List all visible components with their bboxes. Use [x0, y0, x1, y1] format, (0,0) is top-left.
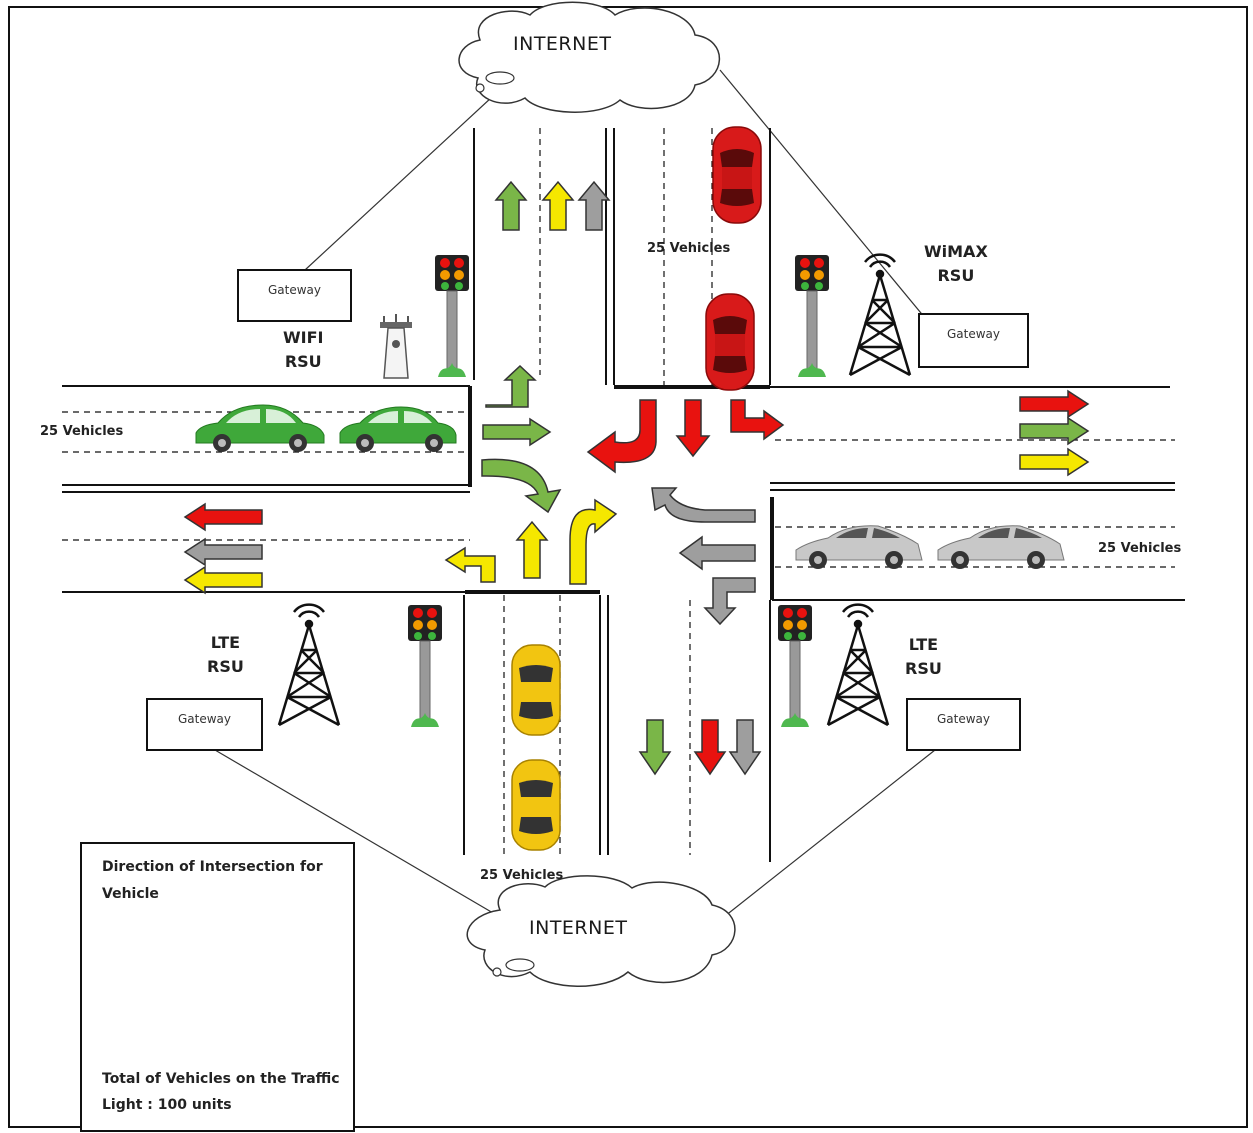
- arrow-turn-right-red-icon: [730, 399, 785, 441]
- arrow-left-gray-icon: [678, 535, 756, 571]
- diagram-frame: [8, 6, 1248, 1128]
- car-green-2-icon: [339, 406, 457, 452]
- gateway-top-right: Gateway: [918, 313, 1029, 368]
- arrow-up-yellow-icon: [541, 180, 575, 231]
- car-yellow-2-icon: [511, 759, 561, 851]
- gateway-top-left: Gateway: [237, 269, 352, 322]
- arrow-left-red-icon: [183, 502, 263, 532]
- wimax-rsu-label: WiMAX RSU: [924, 240, 988, 288]
- cloud-bottom: [466, 875, 736, 987]
- legend-total-note: Total of Vehicles on the Traffic Light :…: [102, 1071, 340, 1113]
- lte-left-label-line2: RSU: [207, 657, 244, 676]
- wimax-label-line2: RSU: [937, 266, 975, 285]
- arrow-right-green-2-icon: [1019, 416, 1090, 446]
- car-red-2-icon: [705, 293, 755, 391]
- arrow-right-yellow-icon: [1019, 447, 1090, 477]
- roads: [62, 128, 1185, 862]
- lte-right-rsu-label: LTE RSU: [905, 633, 942, 681]
- tower-lte-right-icon: [826, 603, 890, 727]
- arrow-curve-down-green-icon: [481, 458, 562, 514]
- wifi-access-point-icon: [380, 314, 412, 379]
- wifi-label-line1: WIFI: [283, 328, 324, 347]
- gateway-bottom-left-label: Gateway: [177, 712, 231, 726]
- arrow-down-red-2-icon: [693, 719, 727, 776]
- north-vehicle-count: 25 Vehicles: [647, 241, 731, 256]
- wifi-label-line2: RSU: [284, 352, 322, 371]
- gateway-bottom-right: Gateway: [906, 698, 1021, 751]
- west-vehicle-count: 25 Vehicles: [40, 424, 124, 439]
- arrow-left-yellow-2-icon: [183, 565, 263, 595]
- car-silver-2-icon: [937, 525, 1065, 569]
- south-vehicle-count: 25 Vehicles: [480, 868, 564, 883]
- traffic-light-sw-icon: [408, 605, 442, 727]
- arrow-curve-up-gray-icon: [651, 487, 756, 523]
- tower-wimax-icon: [848, 253, 912, 377]
- traffic-light-se-icon: [778, 605, 812, 727]
- car-silver-1-icon: [795, 525, 923, 569]
- cloud-top-label: INTERNET: [513, 33, 612, 55]
- lte-left-rsu-label: LTE RSU: [207, 631, 244, 679]
- traffic-light-nw-icon: [435, 255, 469, 377]
- car-red-1-icon: [712, 126, 762, 224]
- cloud-bottom-label: INTERNET: [529, 917, 628, 939]
- car-green-1-icon: [195, 404, 325, 452]
- arrow-curve-right-yellow-icon: [569, 498, 618, 585]
- gateway-bottom-left: Gateway: [146, 698, 263, 751]
- gateway-bottom-right-label: Gateway: [936, 712, 990, 726]
- arrow-down-green-icon: [638, 719, 672, 776]
- arrow-down-red-icon: [675, 399, 711, 458]
- arrow-turn-up-green-icon: [485, 364, 537, 408]
- tower-lte-left-icon: [277, 603, 341, 727]
- arrow-up-yellow-2-icon: [515, 520, 549, 579]
- arrow-up-green-icon: [494, 180, 528, 231]
- arrow-curve-left-red-icon: [586, 399, 657, 474]
- car-yellow-1-icon: [511, 644, 561, 736]
- arrow-down-gray-icon: [728, 719, 762, 776]
- lte-left-label-line1: LTE: [210, 633, 241, 652]
- lte-right-label-line2: RSU: [905, 659, 942, 678]
- legend-title: Direction of Intersection for Vehicle: [102, 859, 323, 902]
- wifi-rsu-label: WIFI RSU: [283, 326, 323, 374]
- arrow-right-red-icon: [1019, 389, 1090, 419]
- east-vehicle-count: 25 Vehicles: [1098, 541, 1182, 556]
- lte-right-label-line1: LTE: [908, 635, 939, 654]
- cloud-top: [458, 1, 721, 113]
- arrow-left-yellow-icon: [444, 546, 496, 583]
- arrow-right-green-icon: [482, 417, 552, 447]
- network-links: [214, 69, 936, 921]
- gateway-top-left-label: Gateway: [267, 283, 321, 297]
- legend-box: Direction of Intersection for Vehicle To…: [80, 842, 355, 1132]
- wimax-label-line1: WiMAX: [924, 242, 988, 261]
- arrow-up-gray-icon: [577, 180, 611, 231]
- arrow-turn-down-gray-icon: [703, 577, 756, 626]
- gateway-top-right-label: Gateway: [946, 327, 1000, 341]
- arrow-left-gray-2-icon: [183, 537, 263, 567]
- traffic-light-ne-icon: [795, 255, 829, 377]
